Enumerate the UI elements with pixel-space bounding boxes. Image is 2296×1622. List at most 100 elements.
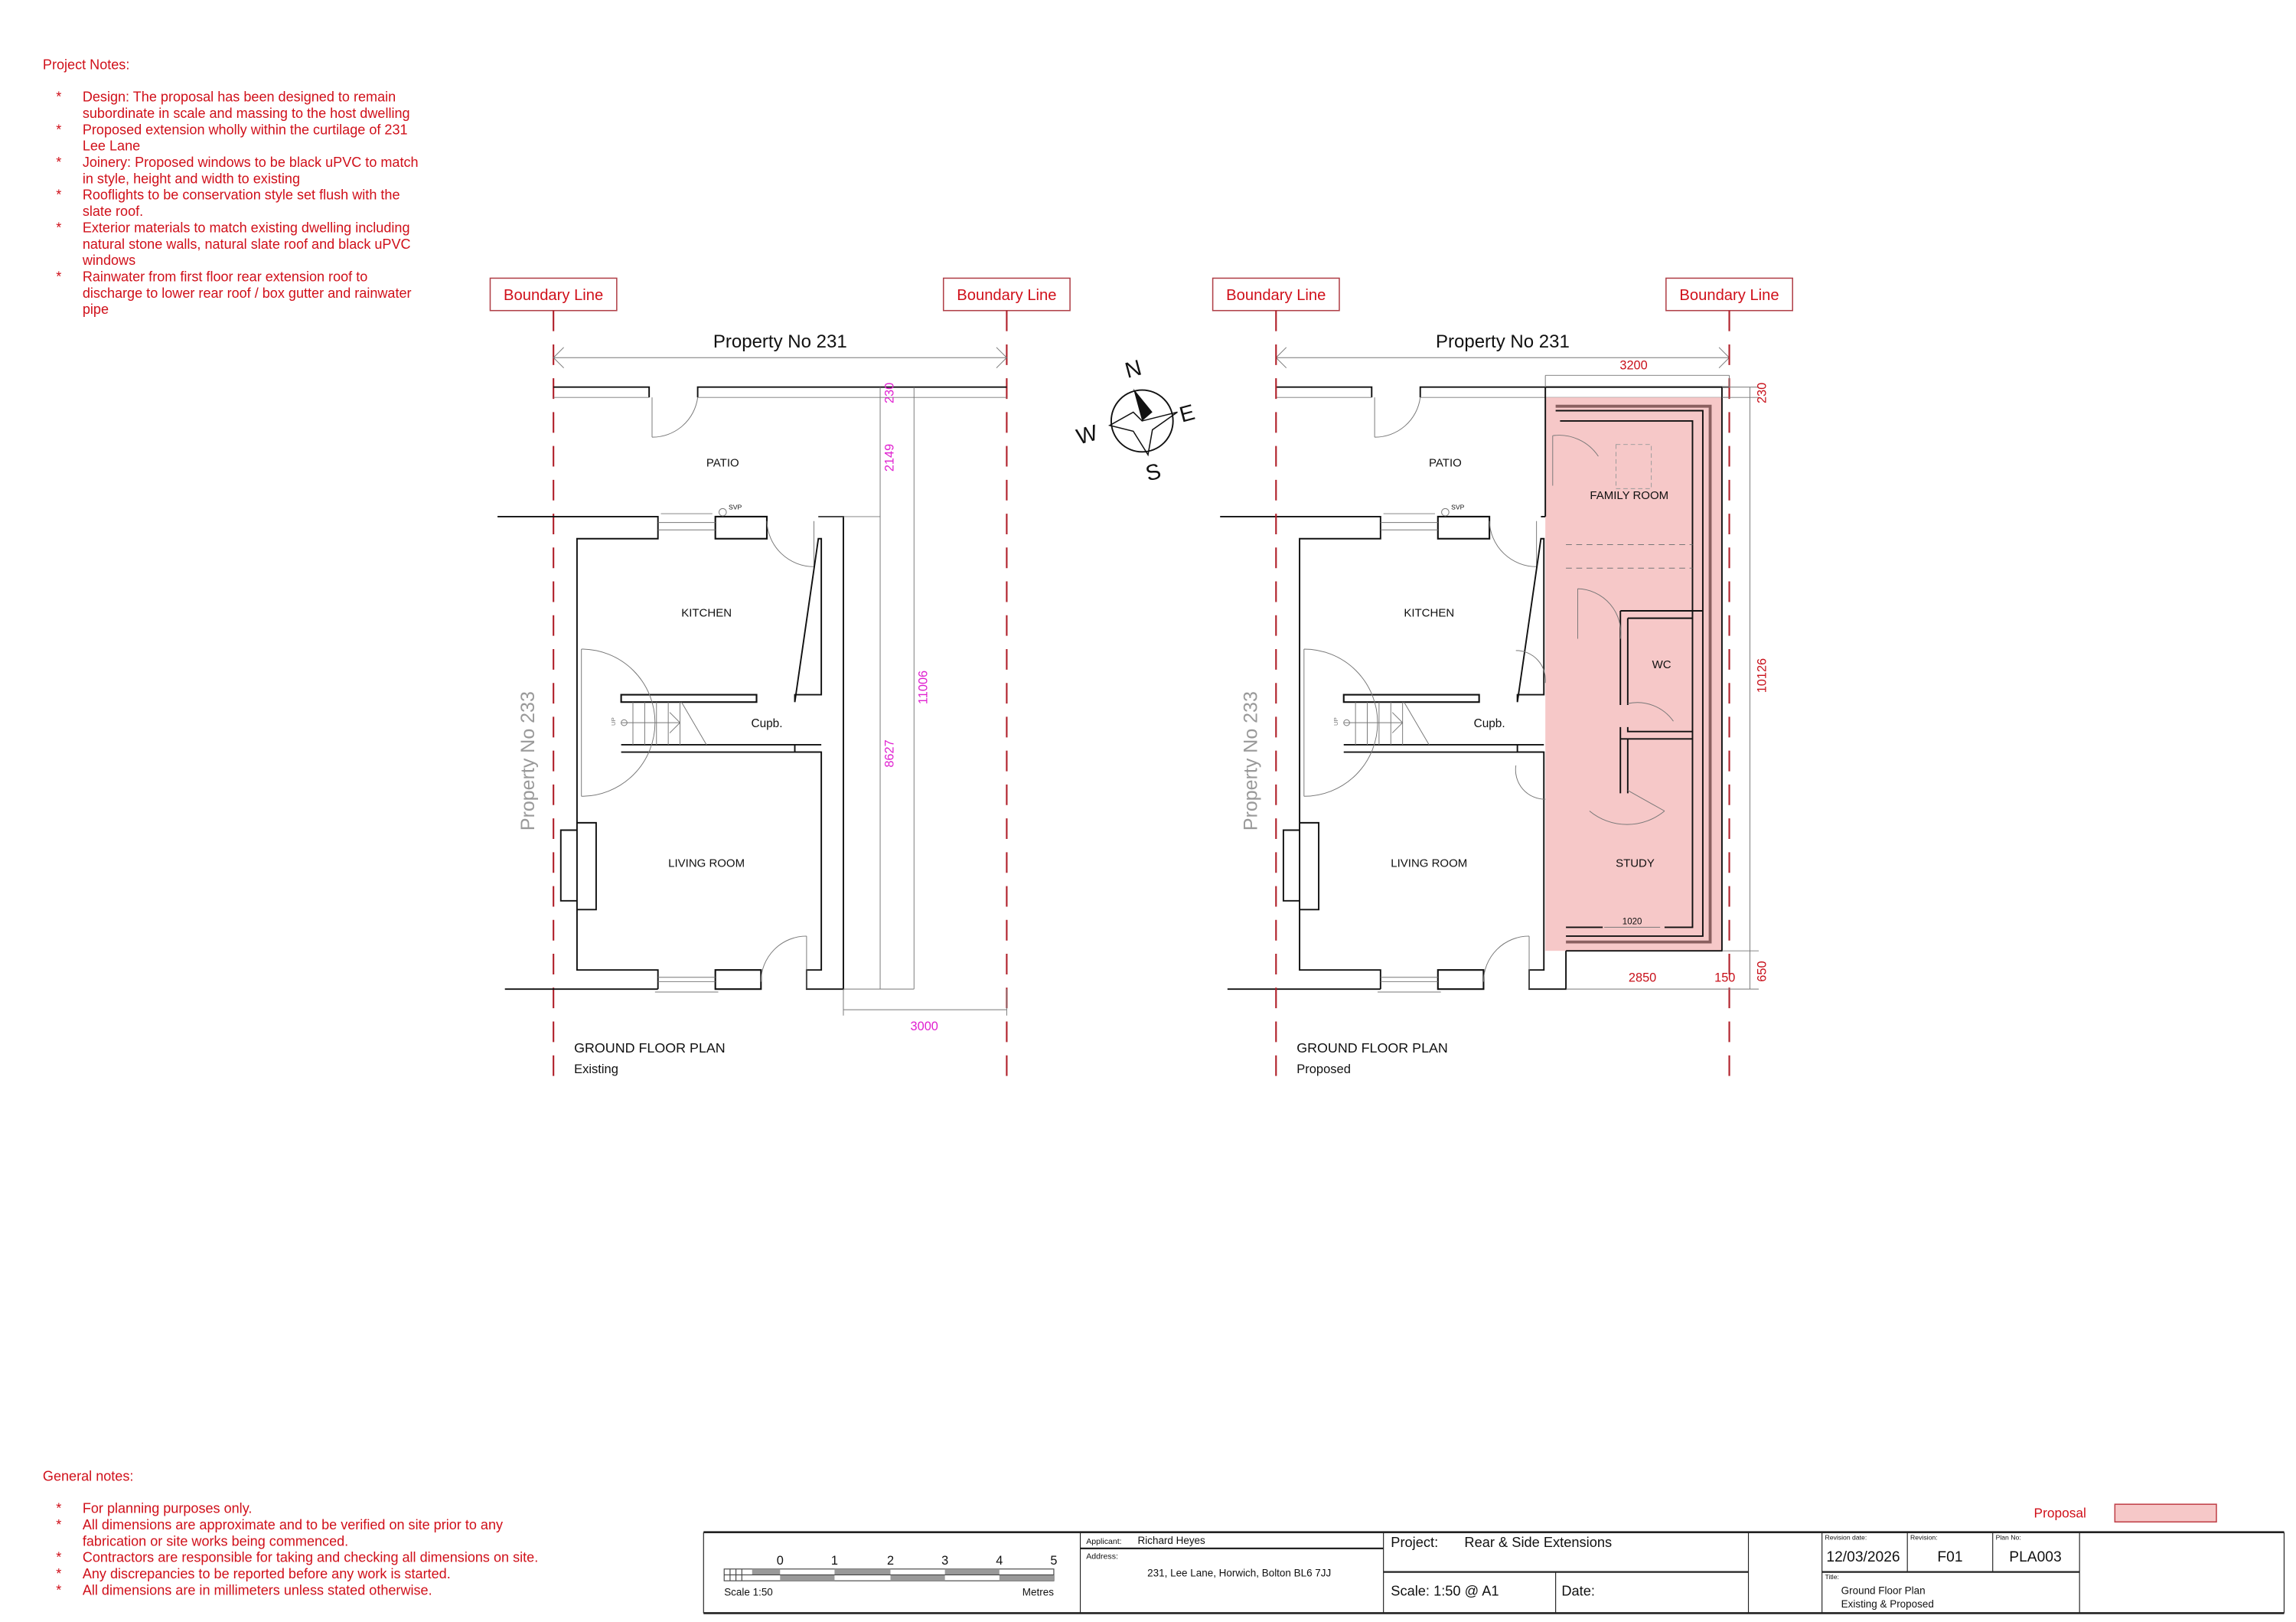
note-bullet: * bbox=[56, 1566, 61, 1581]
compass-n: N bbox=[1123, 356, 1144, 383]
compass-e: E bbox=[1177, 400, 1198, 428]
scale-bar-unit: Metres bbox=[1022, 1586, 1054, 1598]
room-label-kitchen: KITCHEN bbox=[681, 607, 732, 620]
note-line: pipe bbox=[83, 302, 109, 317]
note-bullet: * bbox=[56, 1517, 61, 1532]
scale-value: Scale: 1:50 @ A1 bbox=[1391, 1582, 1499, 1598]
compass-s: S bbox=[1143, 459, 1164, 487]
note-bullet: * bbox=[56, 1501, 61, 1516]
note-line: fabrication or site works being commence… bbox=[83, 1533, 348, 1549]
scale-bar-tick: 0 bbox=[777, 1554, 784, 1568]
applicant-value: Richard Heyes bbox=[1138, 1535, 1206, 1546]
title-block: Scale 1:50 Metres 0 1 2 3 4 5 Applicant: Rich… bbox=[703, 1531, 2285, 1614]
note-line: discharge to lower rear roof / box gutte… bbox=[83, 286, 412, 301]
note-bullet: * bbox=[56, 122, 61, 137]
plan-title: GROUND FLOOR PLAN bbox=[1296, 1040, 1448, 1056]
general-notes-heading: General notes: bbox=[43, 1468, 133, 1483]
boundary-line bbox=[553, 310, 1008, 1078]
room-label-cupboard: Cupb. bbox=[1474, 717, 1505, 730]
room-label-patio: PATIO bbox=[706, 457, 739, 470]
project-label: Project: bbox=[1391, 1534, 1438, 1550]
scale-bar-tick: 5 bbox=[1050, 1554, 1057, 1568]
project-value: Rear & Side Extensions bbox=[1464, 1534, 1612, 1550]
scale-bar: Scale 1:50 Metres 0 1 2 3 4 5 bbox=[723, 1554, 1057, 1598]
revision-date-label: Revision date: bbox=[1825, 1533, 1867, 1541]
dim-1020: 1020 bbox=[1623, 918, 1642, 927]
svp-label: SVP bbox=[1451, 503, 1465, 511]
dim-11006: 11006 bbox=[917, 671, 931, 704]
note-line: Rainwater from first floor rear extensio… bbox=[83, 269, 367, 284]
scale-bar-tick: 1 bbox=[831, 1554, 838, 1568]
note-bullet: * bbox=[56, 188, 61, 203]
room-label-wc: WC bbox=[1652, 658, 1671, 671]
boundary-line bbox=[1275, 310, 1730, 1078]
note-line: All dimensions are in millimeters unless… bbox=[83, 1582, 432, 1598]
note-bullet: * bbox=[56, 90, 61, 105]
note-line: Contractors are responsible for taking a… bbox=[83, 1550, 538, 1565]
note-line: in style, height and width to existing bbox=[83, 171, 300, 186]
neighbour-label: Property No 233 bbox=[1240, 691, 1261, 831]
dim-8627: 8627 bbox=[882, 739, 896, 767]
existing-plan: Boundary Line Boundary Line Property No … bbox=[489, 277, 1071, 1078]
title-line: Ground Floor Plan bbox=[1841, 1584, 1926, 1596]
note-bullet: * bbox=[56, 1582, 61, 1598]
dim-2850: 2850 bbox=[1629, 971, 1656, 985]
scale-bar-label: Scale 1:50 bbox=[724, 1586, 773, 1598]
note-line: Any discrepancies to be reported before … bbox=[83, 1566, 451, 1581]
boundary-label: Boundary Line bbox=[1226, 287, 1326, 304]
room-label-cupboard: Cupb. bbox=[751, 717, 782, 730]
applicant-label: Applicant: bbox=[1086, 1537, 1121, 1546]
plan-subtitle: Existing bbox=[574, 1062, 618, 1076]
stair-up-label: UP bbox=[1332, 717, 1339, 726]
note-line: Proposed extension wholly within the cur… bbox=[83, 122, 408, 137]
plan-no-value: PLA003 bbox=[2009, 1549, 2061, 1565]
date-label: Date: bbox=[1561, 1582, 1595, 1598]
boundary-label: Boundary Line bbox=[957, 287, 1056, 304]
note-line: All dimensions are approximate and to be… bbox=[83, 1517, 503, 1532]
title-line: Existing & Proposed bbox=[1841, 1598, 1934, 1610]
room-label-kitchen: KITCHEN bbox=[1404, 607, 1454, 620]
dim-3200: 3200 bbox=[1619, 359, 1647, 373]
plan-no-label: Plan No: bbox=[1996, 1533, 2021, 1541]
scale-bar-tick: 3 bbox=[941, 1554, 948, 1568]
revision-value: F01 bbox=[1937, 1549, 1962, 1565]
legend: Proposal bbox=[2034, 1503, 2217, 1523]
note-bullet: * bbox=[56, 269, 61, 284]
room-label-patio: PATIO bbox=[1429, 457, 1462, 470]
room-label-living: LIVING ROOM bbox=[1391, 857, 1467, 870]
boundary-label-box bbox=[1665, 277, 1793, 312]
boundary-label-box bbox=[489, 277, 618, 312]
proposed-plan: Boundary Line Boundary Line Property No … bbox=[1212, 277, 1793, 1078]
note-line: Rooflights to be conservation style set … bbox=[83, 188, 400, 203]
note-bullet: * bbox=[56, 155, 61, 170]
note-line: Design: The proposal has been designed t… bbox=[83, 90, 396, 105]
project-notes: Project Notes: *Design: The proposal has… bbox=[43, 57, 419, 317]
scale-bar-tick: 2 bbox=[887, 1554, 894, 1568]
boundary-label: Boundary Line bbox=[1679, 287, 1779, 304]
north-compass: N E S W bbox=[1074, 356, 1197, 487]
address-label: Address: bbox=[1086, 1552, 1118, 1561]
property-title: Property No 231 bbox=[1436, 331, 1570, 352]
revision-label: Revision: bbox=[1910, 1533, 1938, 1541]
stair-up-label: UP bbox=[610, 717, 617, 726]
dim-3000: 3000 bbox=[911, 1020, 938, 1033]
plan-title: GROUND FLOOR PLAN bbox=[574, 1040, 726, 1056]
dim-150: 150 bbox=[1714, 971, 1735, 985]
dim-650: 650 bbox=[1756, 961, 1769, 981]
neighbour-label: Property No 233 bbox=[517, 691, 539, 831]
boundary-label: Boundary Line bbox=[504, 287, 603, 304]
property-title: Property No 231 bbox=[713, 331, 847, 352]
legend-proposal-swatch bbox=[2114, 1503, 2217, 1523]
note-line: For planning purposes only. bbox=[83, 1501, 253, 1516]
scale-bar-tick: 4 bbox=[996, 1554, 1003, 1568]
dim-230: 230 bbox=[882, 383, 896, 403]
dim-230: 230 bbox=[1756, 383, 1769, 403]
note-line: Exterior materials to match existing dwe… bbox=[83, 220, 410, 235]
note-line: Joinery: Proposed windows to be black uP… bbox=[83, 155, 419, 170]
note-line: windows bbox=[82, 253, 135, 268]
revision-date-value: 12/03/2026 bbox=[1826, 1549, 1900, 1565]
address-value: 231, Lee Lane, Horwich, Bolton BL6 7JJ bbox=[1147, 1567, 1331, 1578]
note-line: subordinate in scale and massing to the … bbox=[83, 106, 410, 121]
svp-label: SVP bbox=[729, 503, 742, 511]
